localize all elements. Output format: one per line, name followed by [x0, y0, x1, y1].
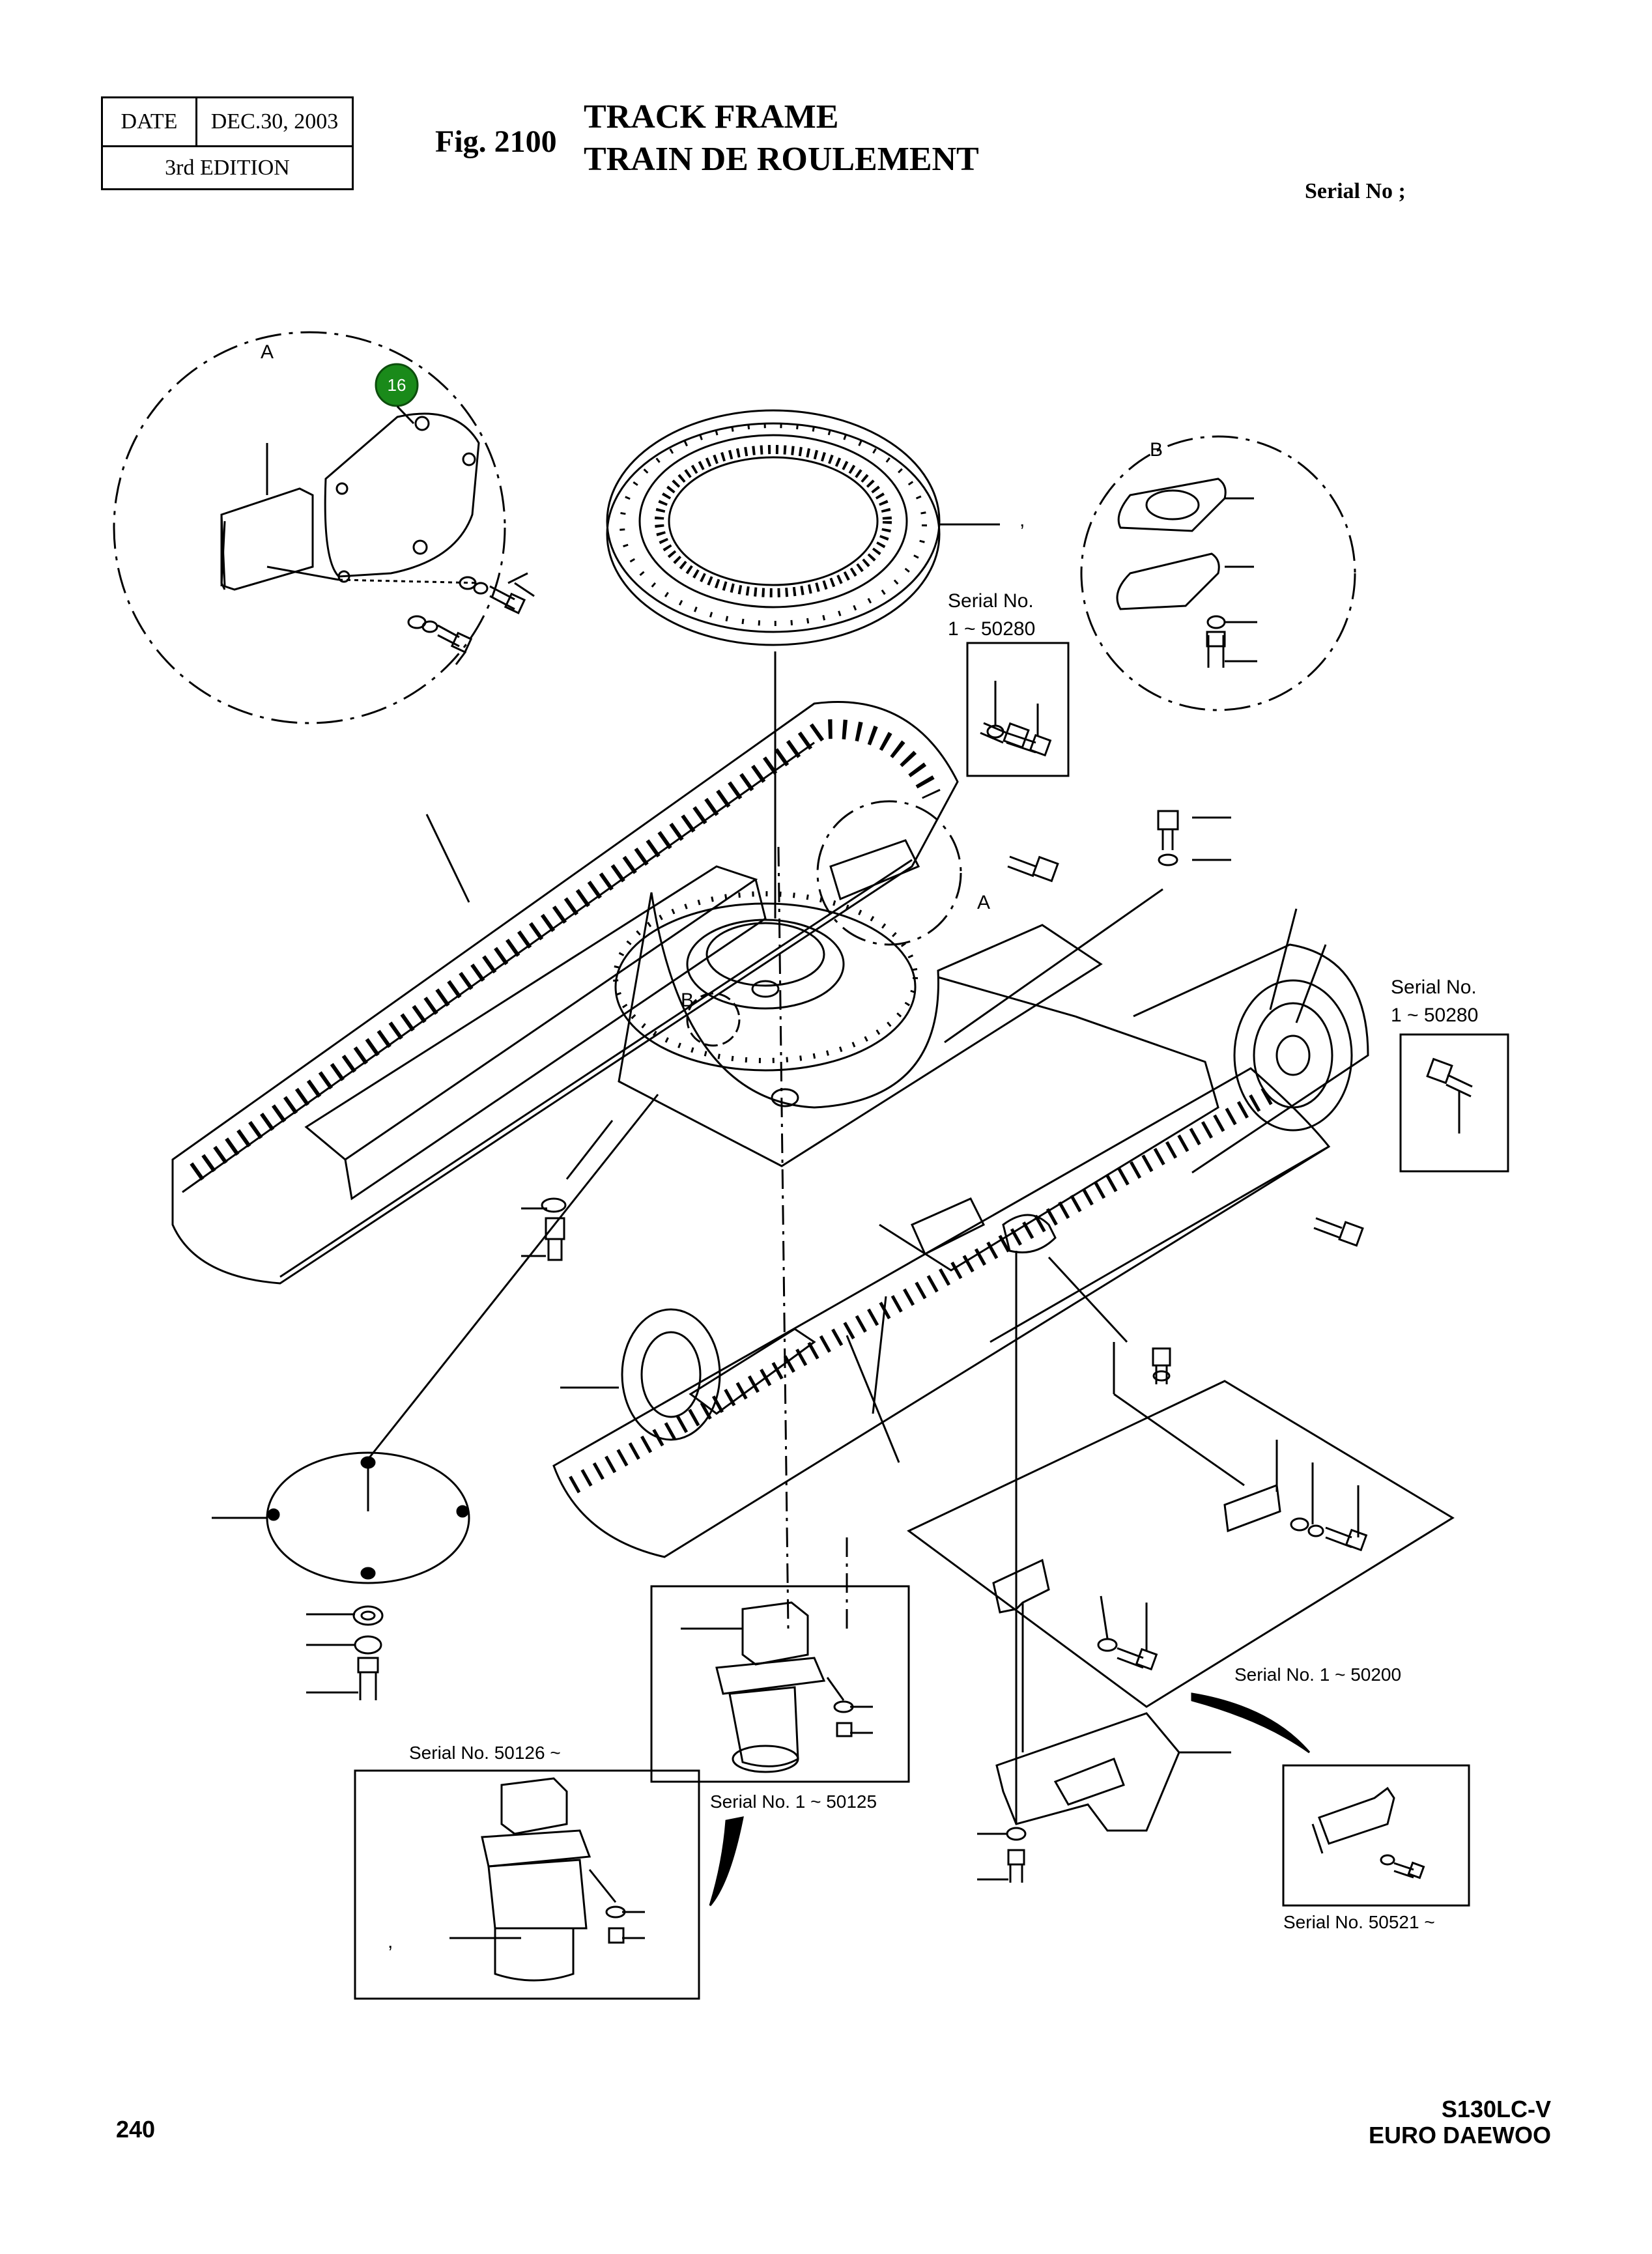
model-identifier: S130LC-V EURO DAEWOO — [1369, 2096, 1551, 2148]
leader-lines — [367, 651, 1330, 1824]
serial-note-joint-old: Serial No. 1 ~ 50125 — [710, 1791, 877, 1812]
detail-a-label: A — [261, 341, 274, 363]
serial-note-bracket-new: Serial No. 50521 ~ — [1283, 1912, 1435, 1932]
joint-arrow — [709, 1816, 744, 1906]
edition-label: 3rd EDITION — [165, 156, 290, 180]
bracket-arrow — [1191, 1692, 1311, 1754]
sprocket-a-ref: A — [977, 892, 990, 913]
cover-plate — [212, 1451, 470, 1700]
page-number: 240 — [116, 2116, 156, 2143]
serial-box-right — [1399, 1033, 1509, 1173]
date-value: DEC.30, 2003 — [210, 109, 339, 134]
swing-bearing — [606, 409, 1000, 646]
serial-note-right-line1: Serial No. — [1391, 977, 1477, 998]
date-label: DATE — [103, 98, 197, 145]
figure-title-french: TRAIN DE ROULEMENT — [584, 141, 979, 178]
callout-comma-bearing: , — [1019, 509, 1025, 531]
callout-comma-joint: , — [388, 1931, 393, 1952]
badge-16-label: 16 — [388, 375, 406, 395]
manufacturer-name: EURO DAEWOO — [1368, 2122, 1551, 2148]
figure-number: Fig. 2100 — [435, 124, 557, 159]
detail-b-label: B — [1150, 439, 1163, 461]
model-name: S130LC-V — [1441, 2096, 1551, 2122]
serial-note-bracket-old: Serial No. 1 ~ 50200 — [1234, 1664, 1401, 1685]
frame-bolts — [521, 722, 1364, 1384]
serial-note-left-line1: Serial No. — [948, 590, 1034, 612]
detail-b-circle — [1080, 435, 1356, 711]
swivel-joint-old-box — [650, 1585, 910, 1783]
detail-a-circle — [113, 331, 535, 724]
plate-b-ref: B — [681, 990, 694, 1011]
bracket-group-old — [907, 1380, 1455, 1752]
bracket-group-new-box — [1282, 1764, 1470, 1907]
figure-title-english: TRACK FRAME — [584, 98, 839, 136]
edition-header-box: DATE DEC.30, 2003 3rd EDITION — [101, 96, 354, 190]
badge-16 — [375, 363, 419, 407]
serial-note-left-line2: 1 ~ 50280 — [948, 618, 1035, 640]
swivel-joint-new-box — [354, 1769, 700, 2000]
serial-number-header: Serial No ; — [1305, 179, 1406, 203]
lower-bracket — [977, 1712, 1231, 1883]
serial-note-right-line2: 1 ~ 50280 — [1391, 1005, 1478, 1026]
serial-box-bolt-old — [966, 642, 1070, 777]
date-row: DATE DEC.30, 2003 — [103, 98, 352, 147]
track-frame-body — [171, 701, 1369, 1629]
serial-note-joint-new: Serial No. 50126 ~ — [409, 1743, 561, 1763]
